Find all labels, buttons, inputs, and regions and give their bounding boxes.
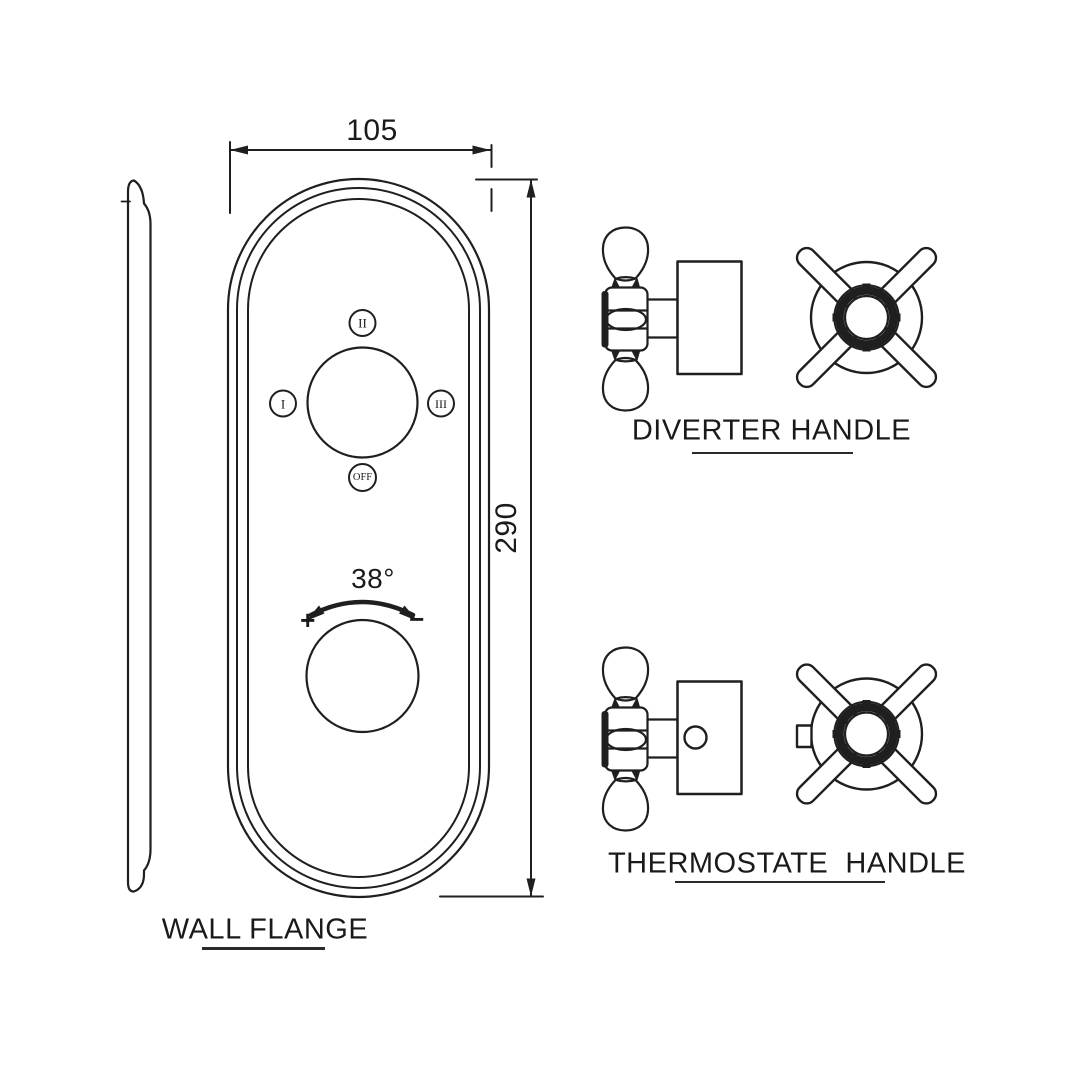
port-label-right: III [435,396,447,411]
diverter-handle-side-view [600,226,743,412]
diverter-handle-front-view [793,244,939,390]
wall-flange-side-view [120,179,152,893]
port-label-top: II [358,315,367,331]
minus-sign: − [409,604,425,634]
diverter-dial [269,309,455,492]
thermostate-handle-underline [675,880,885,883]
thermostat-handle-side-view [600,646,743,832]
dimension-height [439,178,544,898]
thermostat-handle-front-view [793,661,939,807]
dimension-width [229,141,493,214]
port-label-off: OFF [352,471,373,483]
diverter-handle-label: DIVERTER HANDLE [631,414,912,447]
plus-sign: + [300,605,316,635]
wall-flange-label: WALL FLANGE [161,913,369,946]
plate-outline-outer [226,177,491,899]
thermostat-index-tab [795,724,813,749]
dimension-width-value: 105 [346,114,398,147]
port-circle-top [348,309,377,337]
wall-flange-underline [202,947,325,950]
diverter-knob-opening [306,346,419,459]
plate-outline-inner [247,198,470,878]
rotation-arc [308,599,416,618]
port-circle-bottom [348,463,377,492]
diverter-handle-underline [692,451,853,454]
port-circle-left [269,389,297,418]
wall-flange-front-view [226,177,491,899]
dimension-height-value: 290 [490,502,523,554]
thermostat-knob-opening [305,618,420,734]
port-label-left: I [280,396,286,411]
arc-arrowhead-left [306,605,325,621]
arc-arrowhead-right [399,605,418,621]
port-circle-right [427,389,455,418]
plate-outline-middle [236,187,481,889]
rotation-angle-label: 38° [351,563,395,594]
thermostat-body-button [683,725,708,750]
thermostate-handle-label: THERMOSTATE HANDLE [607,847,967,880]
thermostat-dial [305,599,420,734]
